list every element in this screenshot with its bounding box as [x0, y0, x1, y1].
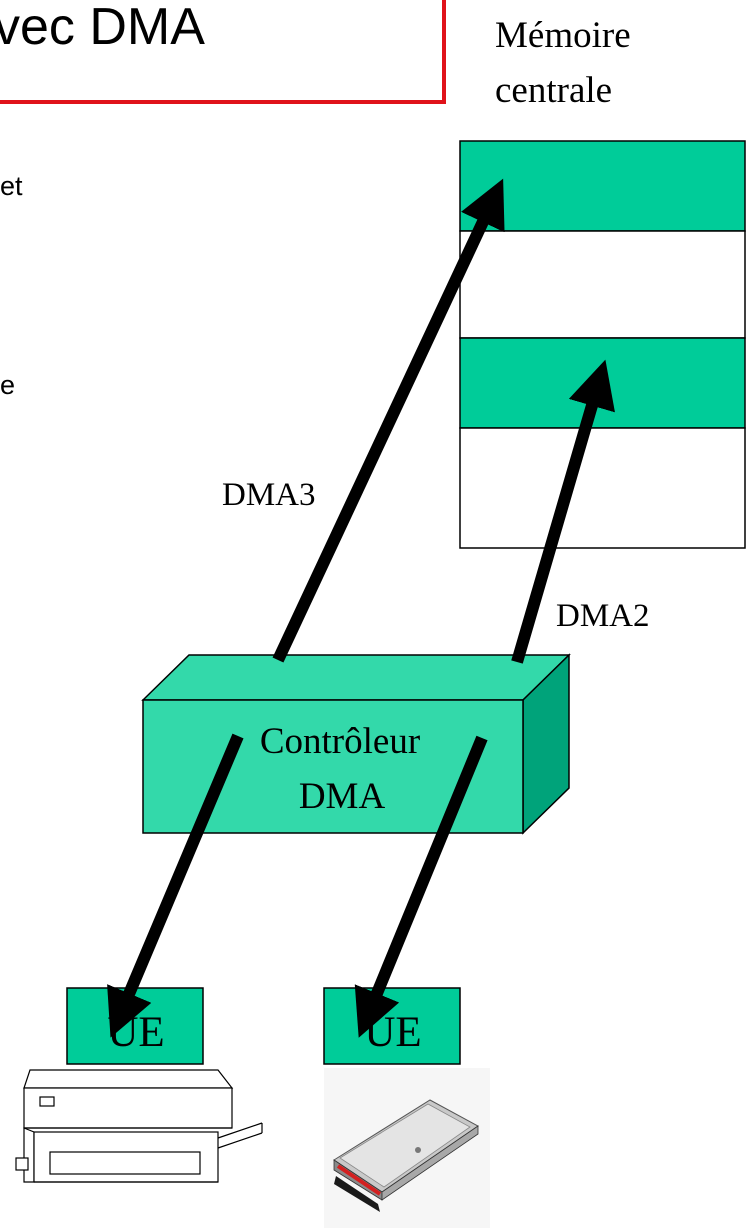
left-text-fragment-2: e	[0, 370, 15, 400]
channel-label-dma3: DMA3	[222, 477, 316, 513]
printer-icon	[15, 1069, 263, 1183]
memory-label-line1: Mémoire	[495, 15, 631, 56]
dma-controller-box: Contrôleur DMA	[141, 653, 571, 835]
controller-top-face	[141, 654, 571, 701]
arrow-dma2-to-memory	[511, 359, 615, 664]
memory-stack	[459, 140, 746, 549]
ue-right-box: UE	[323, 987, 461, 1065]
controller-front-face	[142, 699, 524, 834]
memory-label-line2: centrale	[495, 70, 612, 111]
arrow-controller-to-ue-left	[107, 733, 244, 1038]
memory-block-4	[459, 427, 746, 549]
channel-label-dma2: DMA2	[556, 598, 650, 634]
title-box: vec DMA	[0, 0, 446, 104]
external-disk-drive-icon	[324, 1068, 490, 1228]
controller-label-line2: DMA	[299, 776, 386, 817]
memory-block-2	[459, 230, 746, 339]
ue-left-box: UE	[66, 987, 204, 1065]
arrow-dma3-to-memory	[272, 178, 505, 663]
left-text-fragment-1: et	[0, 171, 23, 201]
memory-block-1	[459, 140, 746, 232]
slide-title: vec DMA	[0, 0, 205, 56]
controller-label-line1: Contrôleur	[260, 721, 420, 762]
arrow-controller-to-ue-right	[354, 735, 488, 1038]
